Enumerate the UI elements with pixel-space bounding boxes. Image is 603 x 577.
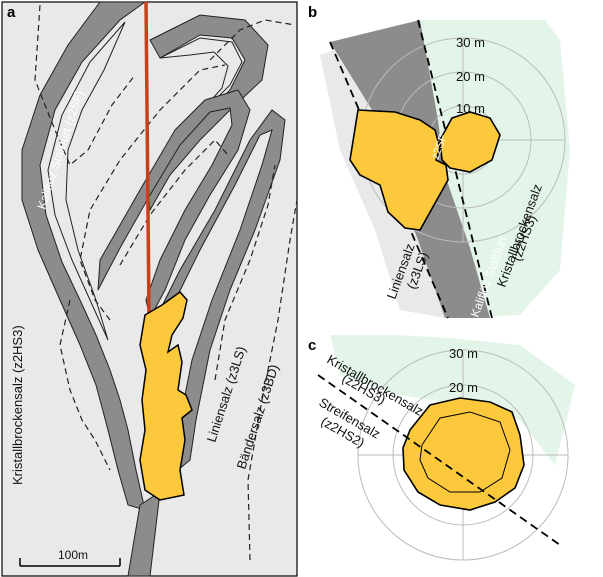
ring-label-30m-c: 30 m: [449, 346, 478, 361]
ring-label-20m-c: 20 m: [449, 380, 478, 395]
cavern-lobe-b: [439, 111, 501, 173]
cavern-inner-c: [419, 411, 511, 493]
borehole-line: [144, 1, 151, 316]
dashed-contour-1: [34, 4, 136, 166]
cavern-shape-b: [349, 109, 449, 231]
dashed-contour-2: [59, 299, 111, 471]
cavern-shape-a: [139, 290, 193, 501]
dashed-contour-7: [209, 19, 296, 61]
dashed-contour-5: [214, 164, 276, 381]
dashed-contour-3: [79, 64, 226, 321]
panel-a-letter: a: [7, 4, 16, 21]
ring-label-10m-b: 10 m: [456, 101, 485, 116]
fold-band-outer: [21, 1, 147, 511]
fold-band-middle: [97, 89, 251, 320]
panel-c: c 30 m 20 m Kristallbrockensalz (z2HS3) …: [308, 335, 575, 561]
panel-b-letter: b: [308, 4, 317, 21]
cavern-shape-c: [402, 397, 525, 511]
dashed-contour-4: [119, 139, 229, 266]
dashed-contour-6: [247, 199, 298, 561]
label-kristall-a: Kristallbrockensalz (z2HS3): [10, 325, 25, 485]
boundary-dashed-c: [317, 374, 561, 546]
panel-c-letter: c: [308, 337, 316, 354]
scale-bar: 100m: [19, 548, 121, 567]
panel-a: a Kaliflöz Staßfurt (z2SF) Kristallbrock…: [1, 1, 298, 577]
ring-label-30m-b: 30 m: [456, 35, 485, 50]
scale-bar-label: 100m: [58, 548, 88, 562]
fold-band-lower: [149, 109, 286, 472]
ring-label-20m-b: 20 m: [456, 69, 485, 84]
panel-b: b 30 m 20 m 10 m z2SF Liniensalz (z3LS) …: [308, 4, 570, 319]
